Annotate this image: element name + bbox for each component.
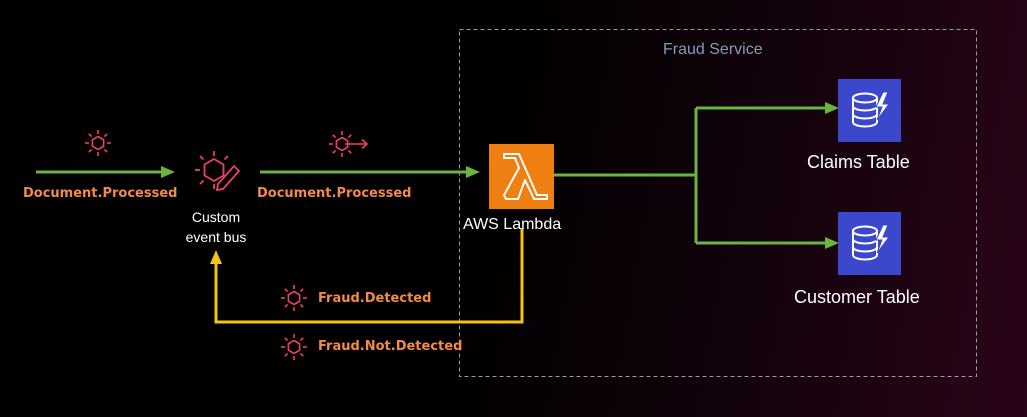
event-bus-icon	[195, 151, 241, 192]
claims-table-label: Claims Table	[807, 152, 910, 172]
dynamodb-icon	[838, 212, 901, 275]
lambda-label: AWS Lambda	[463, 216, 562, 233]
fraud-not-detected-label: Fraud.Not.Detected	[318, 339, 463, 354]
event-bus-label-line2: event bus	[185, 229, 247, 245]
fraud-service-title: Fraud Service	[663, 41, 763, 58]
event-icon	[84, 129, 112, 157]
return-event-arrow	[210, 228, 524, 324]
event-icon	[280, 284, 308, 312]
incoming-arrow	[36, 166, 175, 178]
fraud-service-boundary	[459, 29, 977, 377]
outgoing-event-label: Document.Processed	[257, 186, 412, 201]
customer-table-label: Customer Table	[794, 287, 920, 307]
incoming-event-label: Document.Processed	[23, 186, 178, 201]
event-icon	[280, 333, 308, 361]
event-bus-label: Custom event bus	[164, 207, 268, 247]
bus-to-lambda-arrow	[260, 166, 480, 178]
fraud-detected-label: Fraud.Detected	[318, 291, 432, 306]
event-bus-label-line1: Custom	[191, 209, 241, 225]
lambda-to-tables-arrows	[554, 102, 839, 249]
lambda-icon	[489, 144, 554, 209]
dynamodb-icon	[838, 79, 901, 142]
event-forward-icon	[329, 131, 369, 157]
